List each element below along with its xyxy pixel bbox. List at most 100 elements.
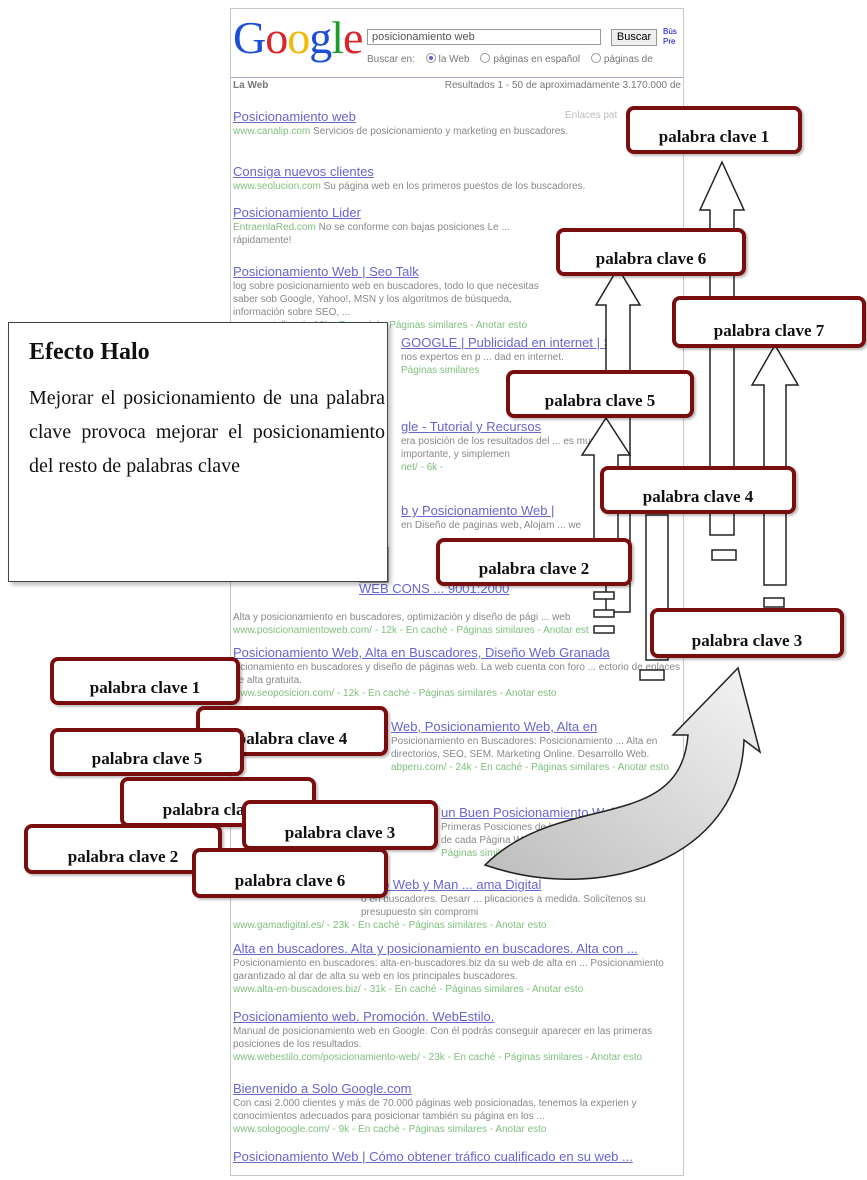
logo-letter: o	[287, 12, 310, 63]
radio-web-label: la Web	[438, 54, 470, 65]
result-snippet: Con casi 2.000 clientes y más de 70.000 …	[233, 1098, 637, 1122]
result-snippet: era posición de los resultados del ... e…	[401, 436, 596, 460]
keyword-box: palabra clave 6	[192, 848, 388, 898]
keyword-box: palabra clave 2	[436, 538, 632, 586]
result-snippet: en Diseño de paginas web, Alojam ... we	[401, 520, 582, 531]
result-url: Páginas similares	[401, 365, 480, 376]
result-snippet: log sobre posicionamiento web en buscado…	[233, 281, 539, 318]
results-header: La Web Resultados 1 - 50 de aproximadame…	[231, 77, 683, 94]
result-url: www.webestilo.com/posicionamiento-web/ -…	[233, 1052, 643, 1063]
keyword-box: palabra clave 7	[672, 296, 866, 348]
result-url: abperu.com/ - 24k - En caché - Páginas s…	[391, 762, 669, 773]
result-item: GOOGLE | Publicidad en internet | S nos e…	[401, 335, 681, 377]
result-url: net/ - 6k -	[401, 462, 444, 473]
sponsored-links-label: Enlaces pat	[565, 110, 618, 121]
result-title[interactable]: Posicionamiento Web, Alta en Buscadores,…	[233, 645, 610, 660]
trail-bar	[593, 609, 615, 618]
keyword-box: palabra clave 4	[600, 466, 796, 514]
radio-web[interactable]	[425, 53, 436, 63]
trail-bar	[711, 549, 737, 561]
curved-arrow	[483, 666, 762, 880]
result-snippet: No se conforme con bajas posiciones Le .…	[233, 222, 510, 246]
up-arrow-keyword-7	[750, 343, 800, 586]
logo-letter: g	[309, 12, 332, 63]
result-title[interactable]: Bienvenido a Solo Google.com	[233, 1081, 412, 1096]
result-title[interactable]: Posicionamiento web	[233, 109, 356, 124]
result-item: Consiga nuevos clientes www.seolucion.com…	[233, 164, 681, 193]
google-logo: Google	[233, 12, 363, 63]
advanced-search-link[interactable]: Bús	[663, 27, 677, 36]
radio-country[interactable]	[590, 53, 601, 63]
result-snippet: nos expertos en p ... dad en internet.	[401, 352, 564, 363]
result-snippet: Manual de posicionamiento web en Google.…	[233, 1026, 653, 1050]
result-url: www.gamadigital.es/ - 23k - En caché - P…	[233, 920, 547, 931]
results-summary: Resultados 1 - 50 de aproximadamente 3.1…	[444, 80, 681, 91]
radio-spanish-label: páginas en español	[493, 54, 581, 65]
trail-bar	[593, 625, 615, 634]
keyword-box: palabra clave 1	[626, 106, 802, 154]
keyword-box: palabra clave 1	[50, 657, 240, 705]
result-title[interactable]: Posicionamiento Web | Seo Talk	[233, 264, 419, 279]
result-title[interactable]: Posicionamiento Web | Cómo obtener tráfi…	[233, 1149, 633, 1164]
result-snippet: Alta y posicionamiento en buscadores, op…	[233, 612, 571, 623]
trail-bar	[763, 597, 785, 608]
result-item: Posicionamiento Web | Cómo obtener tráfi…	[233, 1149, 681, 1165]
result-title[interactable]: iento Web y Man ... ama Digital	[361, 877, 542, 892]
result-url: www.seolucion.com	[233, 181, 321, 192]
result-url: www.sologoogle.com/ - 9k - En caché - Pá…	[233, 1124, 547, 1135]
result-url: www.seoposicion.com/ - 12k - En caché - …	[233, 688, 557, 699]
search-button[interactable]: Buscar	[611, 29, 657, 46]
keyword-box: palabra clave 5	[506, 370, 694, 418]
result-item: b y Posicionamiento Web | en Diseño de pa…	[401, 503, 681, 532]
logo-letter: e	[343, 12, 363, 63]
result-item: gle - Tutorial y Recursos era posición de…	[401, 419, 631, 474]
callout-title: Efecto Halo	[29, 339, 150, 365]
result-snippet: Servicios de posicionamiento y marketing…	[313, 126, 569, 137]
result-url: EntraenlaRed.com	[233, 222, 316, 233]
keyword-box: palabra clave 3	[242, 800, 438, 850]
callout-text: Mejorar el posicionamiento de una palabr…	[29, 387, 385, 477]
result-item: Posicionamiento web. Promoción. WebEstil…	[233, 1009, 681, 1064]
result-title[interactable]: Posicionamiento web. Promoción. WebEstil…	[233, 1009, 495, 1024]
result-title[interactable]: Consiga nuevos clientes	[233, 164, 374, 179]
search-in-label: Buscar en:	[367, 54, 415, 65]
result-title[interactable]: GOOGLE | Publicidad en internet | S	[401, 335, 613, 350]
result-title[interactable]: un Buen Posicionamiento Web	[441, 805, 619, 820]
result-url: www.posicionamientoweb.com/ - 12k - En c…	[233, 625, 589, 636]
logo-letter: l	[331, 12, 344, 63]
preferences-link[interactable]: Pre	[663, 37, 676, 46]
keyword-box: palabra clave 3	[650, 608, 844, 658]
result-snippet: sicionamiento en buscadores y diseño de …	[233, 662, 680, 686]
search-input[interactable]: posicionamiento web	[367, 29, 601, 45]
result-url: www.alta-en-buscadores.biz/ - 31k - En c…	[233, 984, 584, 995]
result-snippet: Posicionamiento en buscadores: alta-en-b…	[233, 958, 664, 982]
keyword-box: palabra clave 6	[556, 228, 746, 276]
radio-country-label: páginas de	[603, 54, 653, 65]
result-title[interactable]: b y Posicionamiento Web |	[401, 503, 555, 518]
result-title[interactable]: Alta en buscadores. Alta y posicionamien…	[233, 941, 638, 956]
logo-letter: o	[265, 12, 288, 63]
result-snippet: o en buscadores. Desarr ... plicaciones …	[361, 894, 646, 918]
trail-bar	[639, 669, 665, 681]
keyword-box: palabra clave 5	[50, 728, 244, 776]
search-options: Buscar en: la Web páginas en español pág…	[367, 53, 653, 65]
result-item: www.gamadigital.es/ - 23k - En caché - P…	[233, 919, 681, 932]
keyword-box: palabra clave 2	[24, 824, 222, 874]
result-item: iento Web y Man ... ama Digital o en busc…	[361, 877, 681, 919]
trail-bar	[593, 591, 615, 600]
tab-web: La Web	[233, 80, 269, 91]
result-item: Alta y posicionamiento en buscadores, op…	[233, 611, 608, 637]
result-title[interactable]: Posicionamiento Lider	[233, 205, 361, 220]
result-item: Posicionamiento Web, Alta en Buscadores,…	[233, 645, 681, 700]
radio-spanish[interactable]	[480, 53, 491, 63]
result-title[interactable]: gle - Tutorial y Recursos	[401, 419, 542, 434]
result-title[interactable]: Web, Posicionamiento Web, Alta en	[391, 719, 598, 734]
halo-effect-callout: Efecto Halo Mejorar el posicionamiento d…	[8, 322, 388, 582]
result-snippet: Su página web en los primeros puestos de…	[323, 181, 586, 192]
